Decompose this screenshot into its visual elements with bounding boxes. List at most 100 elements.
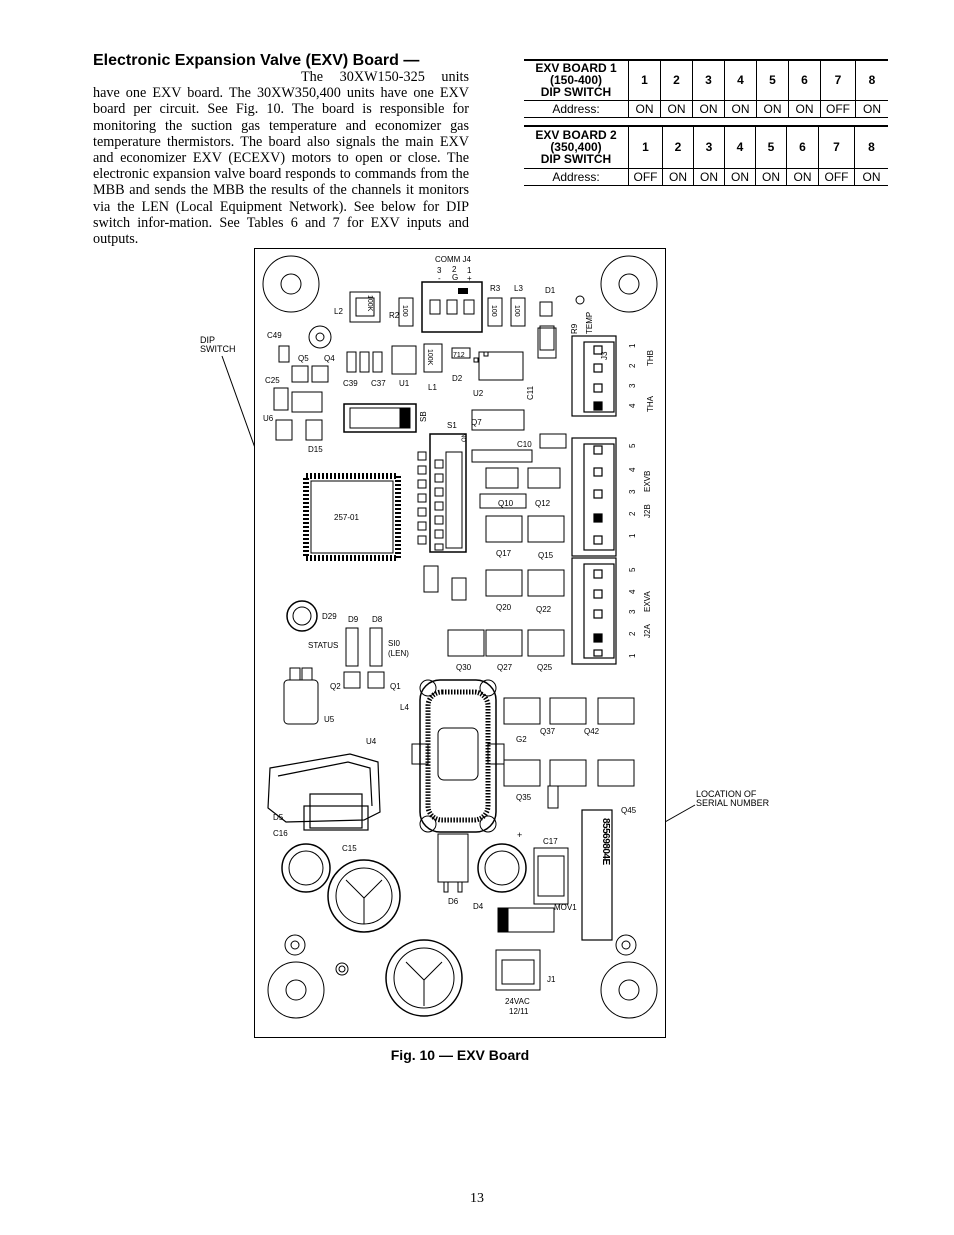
small-transistors [275,365,417,441]
label-100k-a: 100K [366,295,373,312]
dip-switch-s1 [417,433,467,553]
label-c39: C39 [343,379,358,388]
label-len: (LEN) [388,649,409,658]
label-c49: C49 [267,331,282,340]
label-c15: C15 [342,844,357,853]
switch-number: 7 [820,59,856,101]
label-q2: Q2 [330,682,341,691]
switch-value: OFF [818,167,855,186]
switch-value: OFF [628,167,663,186]
switch-number: 1 [628,125,663,169]
label-d1: D1 [545,286,556,295]
label-pin-4: 4 [628,589,637,594]
section-heading: Electronic Expansion Valve (EXV) Board — [93,52,420,69]
label-d2: D2 [452,374,463,383]
label-100-a: 100 [401,305,408,317]
switch-number: 8 [854,125,888,169]
label-100-b: 100 [490,305,497,317]
label-q17: Q17 [496,549,512,558]
label-l1: L1 [428,383,437,392]
mounting-holes [262,255,658,1019]
label-l4: L4 [400,703,409,712]
label-l3: L3 [514,284,523,293]
label-q45: Q45 [621,806,637,815]
label-g2: G2 [516,735,527,744]
table-title: EXV BOARD 2 (350,400) DIP SWITCH [524,125,629,169]
label-pin-3: 3 [628,383,637,388]
label-d4: D4 [473,902,484,911]
label-j2a: J2A [643,624,652,638]
label-exvb: EXVB [643,471,652,492]
table-title: EXV BOARD 1 (150-400) DIP SWITCH [524,59,629,101]
label-q35: Q35 [516,793,532,802]
switch-number: 1 [628,59,661,101]
label-pin-3: 3 [628,489,637,494]
callout-dip-switch: DIP SWITCH [200,335,236,354]
label-100k-b: 100K [426,349,433,366]
switch-number: 4 [724,59,757,101]
top-resistors [273,291,557,411]
switch-value: ON [628,99,661,118]
label-q37: Q37 [540,727,556,736]
row-label: Address: [524,99,629,118]
switch-value: ON [755,167,787,186]
label-c25: C25 [265,376,280,385]
switch-value: ON [786,167,819,186]
label-pin-2: 2 [628,631,637,636]
label-c10: C10 [517,440,532,449]
capacitors [281,785,613,1017]
label-j2b: J2B [643,504,652,518]
switch-value: ON [693,167,725,186]
label-sb: SB [419,411,428,422]
label-tha: THA [646,395,655,412]
label-d5: D5 [273,813,284,822]
label-u6: U6 [263,414,274,423]
label-d15: D15 [308,445,323,454]
side-connectors [571,335,617,665]
label-712: 712 [453,352,465,359]
label-100-c: 100 [513,305,520,317]
label-pin-5: 5 [628,443,637,448]
label-u1: U1 [399,379,410,388]
switch-value: ON [756,99,789,118]
switch-value: ON [724,99,757,118]
label-pin1: 1 [467,266,472,275]
label-u2: U2 [473,389,484,398]
switch-value: ON [855,99,888,118]
label-q25: Q25 [537,663,553,672]
switch-value: ON [788,99,821,118]
label-on: ON [462,433,468,442]
toroid-inductor-l4 [411,679,505,833]
label-c37: C37 [371,379,386,388]
label-q12: Q12 [535,499,551,508]
label-pin2: 2 [452,265,457,274]
label-pin-2: 2 [628,363,637,368]
mosfet-array [423,325,635,787]
label-pin-plus: + [467,274,472,283]
label-r3: R3 [490,284,501,293]
switch-number: 5 [755,125,787,169]
label-j1: J1 [547,975,556,984]
switch-number: 7 [818,125,855,169]
label-pin-2: 2 [628,511,637,516]
dip-switch-table-board-2: EXV BOARD 2 (350,400) DIP SWITCH 1 2 3 4… [524,125,888,186]
figure-caption: Fig. 10 — EXV Board [390,1047,530,1063]
board-outline [254,248,666,1038]
label-c16: C16 [273,829,288,838]
label-mov1: MOV1 [554,903,577,912]
label-s1: S1 [447,421,457,430]
label-pin-minus: - [438,274,441,283]
callout-serial-number: LOCATION OF SERIAL NUMBER [696,789,770,808]
label-pin-4: 4 [628,403,637,408]
label-thb: THB [646,350,655,366]
label-l2: L2 [334,307,343,316]
label-q1: Q1 [390,682,401,691]
page-number: 13 [470,1191,484,1206]
label-pin-1: 1 [628,533,637,538]
microcontroller-chip [303,473,401,561]
label-r2: R2 [389,311,400,320]
regulator-u4 [267,753,381,831]
label-d29: D29 [322,612,337,621]
label-pin-g: G [452,273,458,282]
label-q5: Q5 [298,354,309,363]
